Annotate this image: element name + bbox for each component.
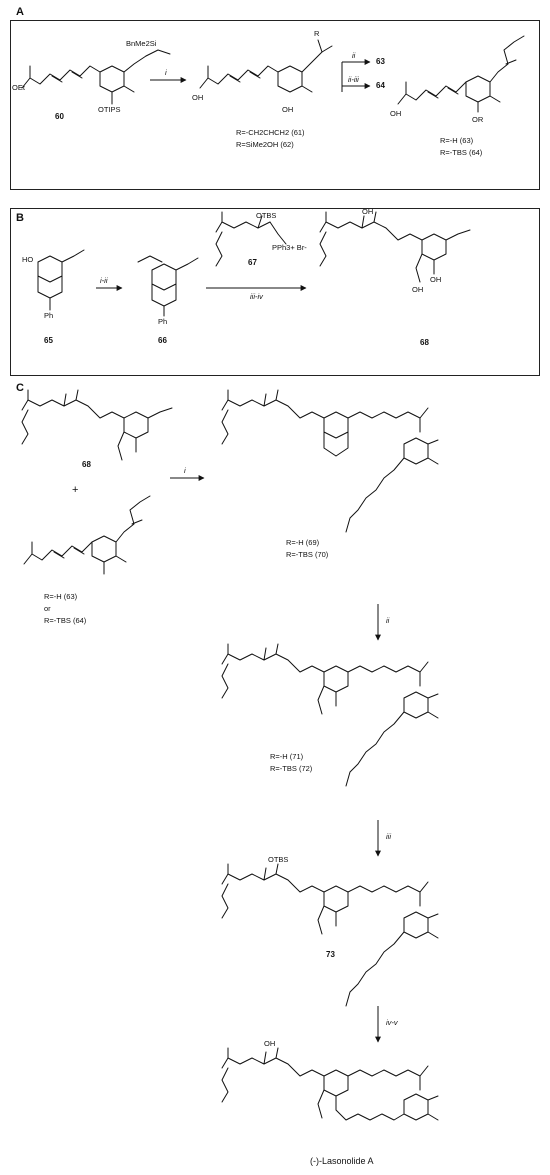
atom-ph-65: Ph — [44, 311, 54, 320]
structure-60 — [21, 49, 171, 105]
compound-67-label: 67 — [248, 258, 257, 267]
structure-69-70 — [221, 389, 439, 533]
condition-c-ii: ii — [386, 616, 390, 625]
compound-63-label-a: 63 — [376, 57, 385, 66]
structure-63-64-c — [23, 495, 151, 575]
condition-c-iii: iii — [386, 832, 391, 841]
structure-73 — [221, 863, 439, 1007]
atom-r-a: R — [314, 29, 320, 38]
condition-a-ii: ii — [352, 51, 356, 60]
structure-lasonolide-a — [221, 1047, 439, 1121]
compound-68-label-b: 68 — [420, 338, 429, 347]
atom-otbs-67: OTBS — [256, 211, 277, 220]
condition-b-iii-iv: iii-iv — [250, 292, 263, 301]
structure-68-b — [319, 211, 471, 283]
r-line-c-or: or — [44, 604, 51, 613]
r-line-62: R=SiMe2OH (62) — [236, 140, 294, 149]
condition-a-ii-iii: ii-iii — [348, 75, 359, 84]
r-line-c-63: R=-H (63) — [44, 592, 78, 601]
atom-pph3-67: PPh3+ Br- — [272, 243, 307, 252]
atom-ho-b: HO — [22, 255, 34, 264]
r-line-70: R=-TBS (70) — [286, 550, 329, 559]
atom-otips-a: OTIPS — [98, 105, 121, 114]
compound-65-label: 65 — [44, 336, 53, 345]
atom-ester-a: OEt — [12, 83, 25, 92]
panel-c-label: C — [16, 382, 24, 394]
structure-65 — [37, 249, 85, 311]
structure-61-62 — [199, 39, 333, 93]
atom-oh-68-b3: OH — [430, 275, 442, 284]
atom-oh-68-b2: OH — [412, 285, 424, 294]
compound-64-label-a: 64 — [376, 81, 385, 90]
atom-silyl-a: BnMe2Si — [126, 39, 157, 48]
atom-oh-acid-a: OH — [192, 93, 204, 102]
compound-73-label: 73 — [326, 950, 335, 959]
r-line-64: R=-TBS (64) — [440, 148, 483, 157]
structure-66 — [137, 255, 199, 317]
structure-67 — [215, 211, 287, 267]
r-line-61: R=-CH2CHCH2 (61) — [236, 128, 305, 137]
atom-oh-acid2-a: OH — [390, 109, 402, 118]
atom-oh-final: OH — [264, 1039, 276, 1048]
atom-oh-ring-a: OH — [282, 105, 294, 114]
final-product-name: (-)-Lasonolide A — [310, 1156, 374, 1166]
condition-c-i: i — [184, 466, 186, 475]
plus-sign: + — [72, 484, 79, 496]
r-line-63: R=-H (63) — [440, 136, 474, 145]
r-line-72: R=-TBS (72) — [270, 764, 313, 773]
atom-or-a: OR — [472, 115, 484, 124]
panel-a-frame — [10, 20, 540, 190]
panel-b-label: B — [16, 212, 24, 224]
structure-71-72 — [221, 643, 439, 787]
condition-a-i: i — [165, 68, 167, 77]
structure-68-c — [21, 389, 173, 461]
compound-66-label: 66 — [158, 336, 167, 345]
compound-68-label-c: 68 — [82, 460, 91, 469]
condition-c-iv-v: iv-v — [386, 1018, 398, 1027]
atom-ph-66: Ph — [158, 317, 168, 326]
panel-b-frame — [10, 208, 540, 376]
compound-60-label: 60 — [55, 112, 64, 121]
condition-b-i-ii: i-ii — [100, 276, 108, 285]
r-line-71: R=-H (71) — [270, 752, 304, 761]
panel-a-label: A — [16, 6, 24, 18]
r-line-c-64: R=-TBS (64) — [44, 616, 87, 625]
atom-oh-68-b1: OH — [362, 207, 374, 216]
r-line-69: R=-H (69) — [286, 538, 320, 547]
atom-otbs-73: OTBS — [268, 855, 289, 864]
structure-63-64 — [397, 35, 525, 113]
